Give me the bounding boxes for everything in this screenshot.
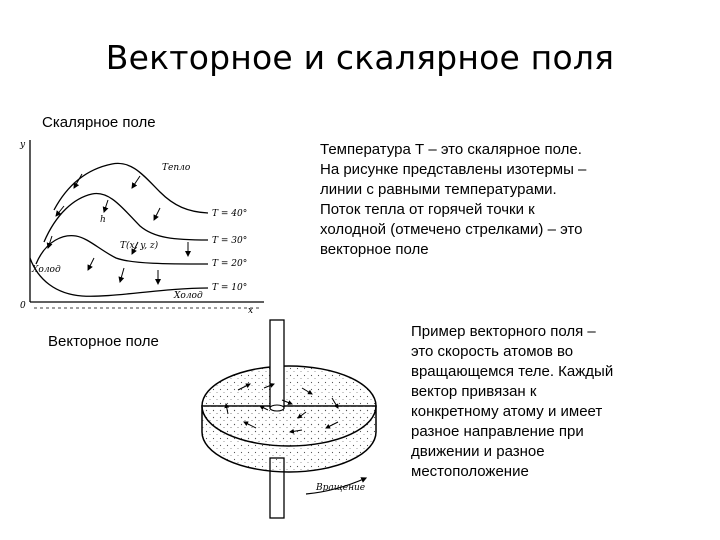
cold-label-bottom: Холод	[173, 291, 203, 301]
rotation-label: Вращение	[315, 483, 365, 493]
vector-text-line-8: местоположение	[411, 463, 529, 480]
vector-text-line-4: вектор привязан к	[411, 383, 537, 400]
hot-label: Тепло	[162, 163, 191, 173]
scalar-text-line-3: линии с равными температурами.	[320, 181, 557, 198]
vector-text-line-1: Пример векторного поля –	[411, 323, 596, 340]
origin-label: 0	[20, 301, 26, 311]
scalar-text-line-4: Поток тепла от горячей точки к	[320, 201, 535, 218]
cold-label-left: Холод	[31, 265, 61, 275]
flow-arrow	[46, 235, 53, 249]
shaft-upper	[269, 319, 285, 409]
gradient-label: h	[100, 215, 106, 225]
vector-text-line-6: разное направление при	[411, 423, 584, 440]
flow-arrow	[131, 175, 141, 189]
flow-arrow	[131, 241, 139, 255]
flow-arrow	[118, 267, 125, 283]
scalar-field-label: Скалярное поле	[42, 114, 156, 131]
scalar-text-line-2: На рисунке представлены изотермы –	[320, 161, 587, 178]
scalar-text-line-1: Температура Т – это скалярное поле.	[320, 141, 582, 158]
vector-text-line-3: вращающемся теле. Каждый	[411, 363, 614, 380]
flow-arrow	[153, 207, 161, 221]
velocity-arrow	[297, 411, 307, 419]
vector-text-line-7: движении и разное	[411, 443, 545, 460]
isotherm-10-label: T = 10°	[212, 283, 247, 293]
flow-arrow	[55, 205, 65, 217]
vector-field-description: Пример векторного поля – это скорость ат…	[411, 322, 613, 482]
flow-arrow	[73, 173, 83, 189]
scalar-field-description: Температура Т – это скалярное поле. На р…	[320, 140, 586, 260]
velocity-arrow	[301, 387, 313, 395]
flow-arrow	[87, 257, 95, 271]
x-axis-label: x	[248, 306, 253, 316]
disk-top	[201, 365, 377, 447]
slide-title: Векторное и скалярное поля	[105, 38, 615, 77]
isotherm-20	[35, 234, 209, 265]
velocity-arrow	[224, 403, 230, 415]
flow-arrow	[102, 199, 109, 213]
isotherm-20-label: T = 20°	[212, 259, 247, 269]
rotating-disk-figure: Вращение	[201, 319, 377, 519]
isotherm-10	[29, 257, 209, 297]
velocity-arrow	[331, 397, 339, 409]
vector-field-label: Векторное поле	[48, 333, 159, 350]
isotherm-30	[43, 192, 209, 243]
velocity-arrow	[289, 428, 303, 434]
rotation-arrow	[305, 477, 368, 495]
shaft-base	[269, 404, 285, 412]
velocity-arrow	[237, 383, 251, 391]
vector-text-line-2: это скорость атомов во	[411, 343, 574, 360]
velocity-arrow	[259, 405, 269, 411]
y-axis-label: y	[19, 140, 26, 150]
isotherm-30-label: T = 30°	[212, 236, 247, 246]
velocity-arrow	[281, 399, 293, 405]
point-label: T(x, y, z)	[120, 240, 159, 251]
vector-text-line-5: конкретному атому и имеет	[411, 403, 603, 420]
scalar-text-line-6: векторное поле	[320, 241, 429, 258]
scalar-text-line-5: холодной (отмечено стрелками) – это	[320, 221, 583, 238]
velocity-arrow	[243, 421, 257, 429]
velocity-arrow	[263, 383, 275, 389]
isotherm-40-label: T = 40°	[212, 209, 247, 219]
isotherm-figure: y x 0 Тепло Холод Холод h T(x, y, z) T =…	[19, 140, 264, 316]
velocity-arrow	[325, 421, 339, 429]
